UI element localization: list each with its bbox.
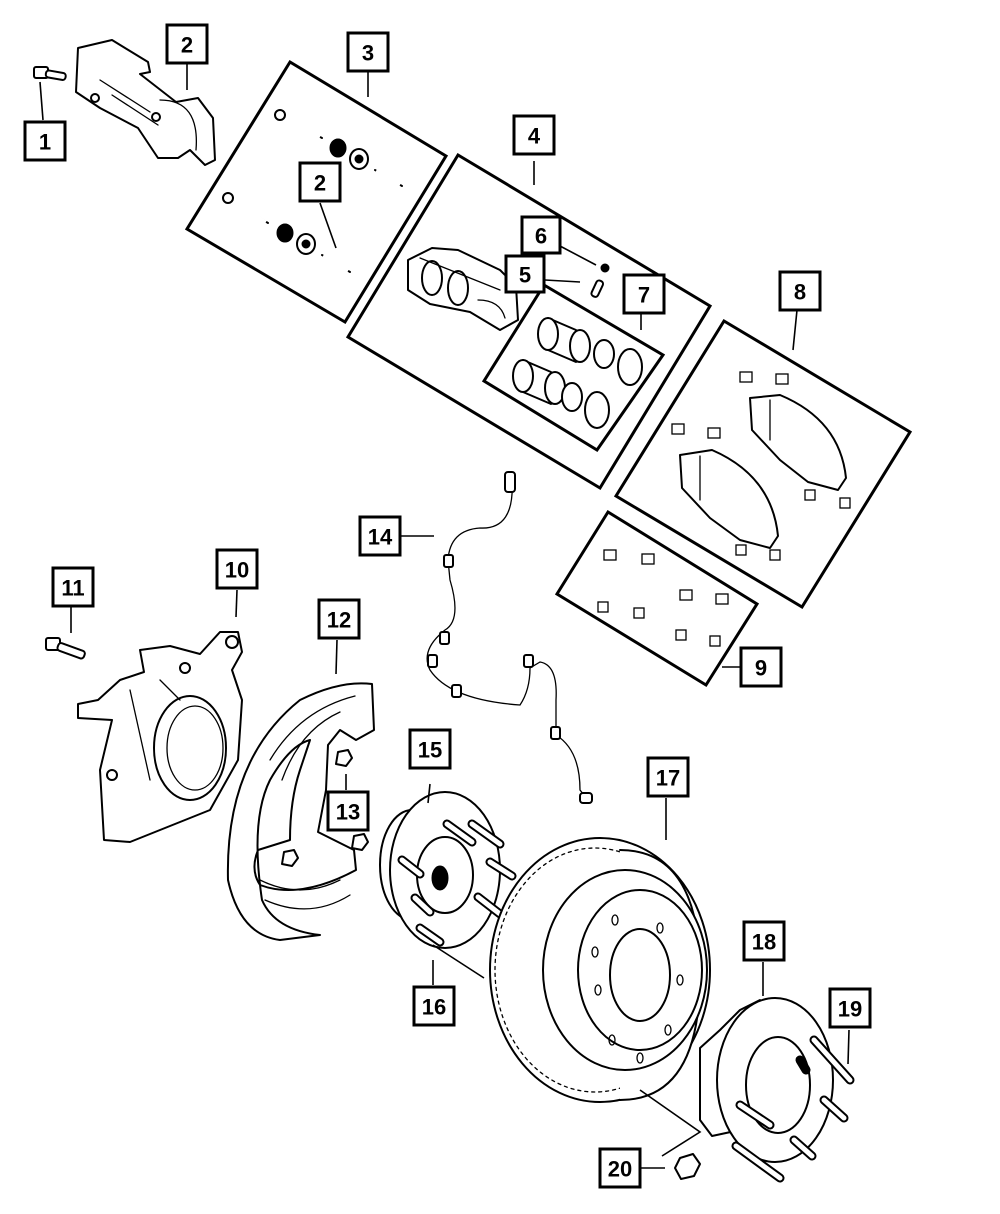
svg-text:10: 10 <box>225 558 249 583</box>
svg-text:2: 2 <box>314 171 326 196</box>
svg-text:2: 2 <box>181 33 193 58</box>
knuckle-bolt-part <box>45 637 86 660</box>
callout-14[interactable]: 14 <box>358 515 402 557</box>
callout-18[interactable]: 18 <box>742 920 786 962</box>
brake-shield-part <box>226 682 375 941</box>
callout-19[interactable]: 19 <box>828 987 872 1029</box>
svg-text:14: 14 <box>368 525 393 550</box>
pad-clip-set <box>597 549 729 647</box>
callout-8[interactable]: 8 <box>778 270 822 312</box>
brake-rotor-part <box>489 837 711 1103</box>
kit-box-pads <box>613 318 913 610</box>
svg-text:1: 1 <box>39 130 51 155</box>
svg-text:6: 6 <box>535 224 547 249</box>
piston-seal-set <box>512 317 643 429</box>
svg-text:17: 17 <box>656 766 680 791</box>
hub-bearing-part <box>379 791 517 949</box>
guide-pin-set <box>222 109 403 275</box>
hub-nut-part <box>674 1153 701 1180</box>
caliper-bolt-part <box>33 66 67 81</box>
svg-text:20: 20 <box>608 1157 632 1182</box>
svg-text:11: 11 <box>61 576 84 601</box>
callout-1[interactable]: 1 <box>23 120 67 162</box>
shield-bolt-parts <box>281 749 369 867</box>
callout-7[interactable]: 7 <box>622 273 666 315</box>
callout-15[interactable]: 15 <box>408 728 452 770</box>
svg-text:16: 16 <box>422 995 446 1020</box>
callout-4[interactable]: 4 <box>512 114 556 156</box>
callout-2-adapter[interactable]: 2 <box>165 23 209 65</box>
callout-9[interactable]: 9 <box>739 646 783 688</box>
callout-5[interactable]: 5 <box>504 254 546 294</box>
leader-lines <box>39 63 850 1169</box>
callout-10[interactable]: 10 <box>215 548 259 590</box>
kit-box-caliper <box>345 152 713 491</box>
callout-6[interactable]: 6 <box>520 215 562 255</box>
svg-text:15: 15 <box>418 738 442 763</box>
svg-text:7: 7 <box>638 283 650 308</box>
svg-text:19: 19 <box>838 997 862 1022</box>
svg-text:13: 13 <box>336 800 360 825</box>
callout-13[interactable]: 13 <box>326 790 370 832</box>
svg-text:12: 12 <box>327 608 351 633</box>
kit-box-seals <box>481 282 666 453</box>
svg-text:3: 3 <box>362 41 374 66</box>
steering-knuckle-part <box>77 631 243 843</box>
callout-12[interactable]: 12 <box>317 598 361 640</box>
callout-16[interactable]: 16 <box>412 985 456 1027</box>
callout-20[interactable]: 20 <box>598 1147 642 1189</box>
svg-text:18: 18 <box>752 930 776 955</box>
hub-assembly-part <box>699 997 855 1183</box>
kit-box-clips <box>554 509 760 688</box>
svg-text:4: 4 <box>528 124 541 149</box>
caliper-part <box>407 247 519 331</box>
caliper-adapter-part <box>75 39 216 166</box>
svg-text:8: 8 <box>794 280 806 305</box>
brake-pad-set <box>671 371 851 561</box>
callout-3[interactable]: 3 <box>346 31 390 73</box>
callout-17[interactable]: 17 <box>646 756 690 798</box>
callout-2-bushing[interactable]: 2 <box>298 161 342 203</box>
abs-sensor-part <box>426 471 593 804</box>
svg-text:9: 9 <box>755 656 767 681</box>
kit-box-guide-pins <box>184 59 449 325</box>
callout-11[interactable]: 11 <box>51 566 95 608</box>
bleeder-parts <box>590 263 610 298</box>
svg-text:5: 5 <box>519 263 531 288</box>
